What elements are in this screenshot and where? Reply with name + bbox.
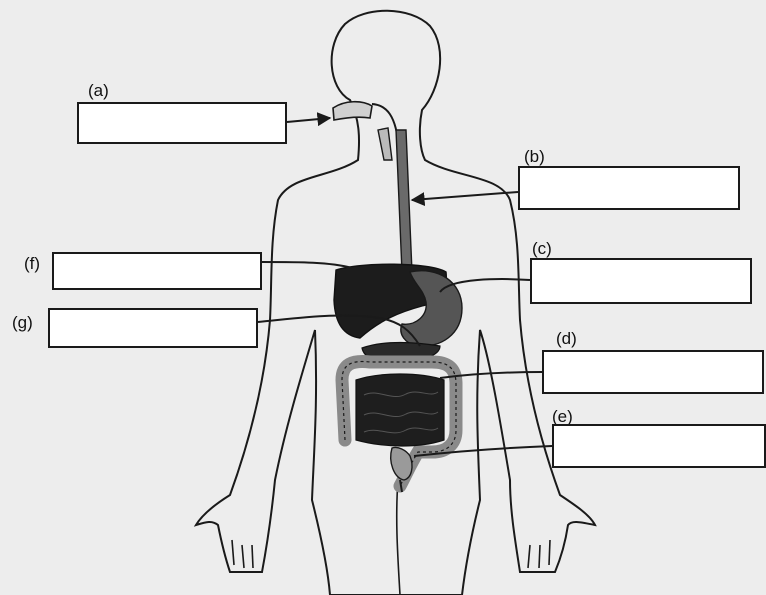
small-intestine	[356, 374, 444, 446]
answer-box-c[interactable]	[530, 258, 752, 304]
label-d: (d)	[556, 330, 577, 347]
larynx	[378, 128, 392, 160]
mouth-cavity	[333, 102, 372, 120]
esophagus	[396, 130, 412, 272]
label-c: (c)	[532, 240, 552, 257]
answer-box-a[interactable]	[77, 102, 287, 144]
pointer-a	[287, 118, 330, 122]
pointer-b	[412, 192, 518, 200]
answer-box-b[interactable]	[518, 166, 740, 210]
answer-box-g[interactable]	[48, 308, 258, 348]
label-a: (a)	[88, 82, 109, 99]
answer-box-d[interactable]	[542, 350, 764, 394]
leg-divide	[397, 480, 400, 595]
label-e: (e)	[552, 408, 573, 425]
right-hand-fingers	[528, 540, 550, 568]
left-hand-fingers	[232, 540, 253, 568]
answer-box-e[interactable]	[552, 424, 766, 468]
rectum	[391, 447, 412, 480]
label-g: (g)	[12, 314, 33, 331]
label-b: (b)	[524, 148, 545, 165]
label-f: (f)	[24, 255, 40, 272]
answer-box-f[interactable]	[52, 252, 262, 290]
pointer-f	[262, 262, 352, 268]
